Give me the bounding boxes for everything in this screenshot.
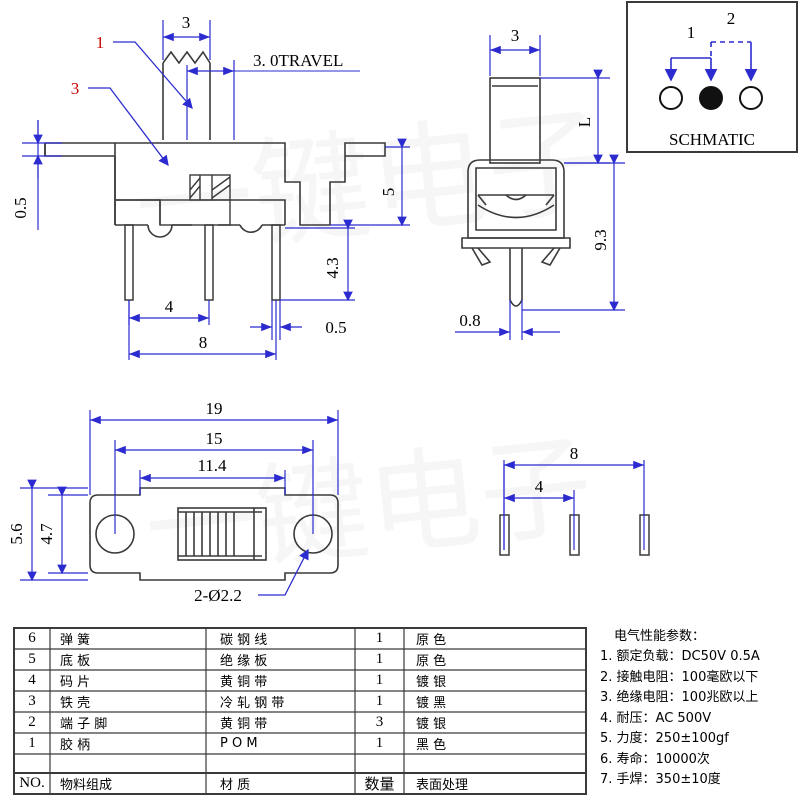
dim-label-knob-width: 3 (182, 13, 191, 32)
dim-bracket-thickness (22, 120, 62, 230)
dim-pin-length (280, 219, 355, 302)
internal-slider (159, 174, 231, 226)
dim-total-height (522, 154, 625, 312)
dim-label-pin-span-detail: 8 (570, 444, 579, 463)
callout-label-3: 3 (71, 79, 80, 98)
metal-housing (44, 142, 386, 238)
dim-label-pin-pitch-detail: 4 (535, 477, 544, 496)
dim-pin-pitch-detail (503, 465, 575, 550)
dim-label-overall-width: 5.6 (7, 523, 26, 544)
dim-overall-length (89, 410, 339, 495)
bom-table (13, 627, 587, 795)
bom-grid (14, 628, 586, 794)
schematic-wiring-position-1 (664, 57, 718, 82)
dim-label-pin-thickness: 0.5 (325, 318, 346, 337)
side-view: 3 L 9.3 0.8 (455, 26, 625, 340)
dim-label-pin-pitch-front: 4 (165, 297, 174, 316)
dim-hole-pitch (114, 440, 314, 534)
callout-3-leader (88, 87, 169, 167)
dim-pin-thickness (250, 300, 302, 340)
dim-knob-depth (489, 35, 541, 76)
schematic-box: 1 2 SCHMATIC (626, 1, 798, 153)
dim-body-width (48, 486, 88, 575)
dim-label-total-height: 9.3 (591, 229, 610, 250)
dim-body-length (139, 470, 286, 495)
dim-label-pin-span-front: 8 (199, 333, 208, 352)
pin-detail-view: 8 4 (499, 444, 650, 556)
schematic-terminal-3 (739, 86, 763, 110)
dim-label-body-width: 4.7 (37, 523, 56, 545)
callout-label-1: 1 (96, 33, 105, 52)
dim-label-pin-length: 4.3 (323, 257, 342, 278)
dim-pin-span-front (128, 300, 277, 360)
schematic-position-label-1: 1 (687, 23, 696, 42)
hole-note-label: 2-Ø2.2 (194, 586, 242, 605)
actuator-knob (162, 50, 211, 140)
dim-label-overall-length: 19 (206, 399, 223, 418)
dim-label-pin-width: 0.8 (459, 311, 480, 330)
schematic-terminal-1 (659, 86, 683, 110)
schematic-caption: SCHMATIC (669, 130, 755, 149)
schematic-terminal-2 (699, 86, 723, 110)
dim-label-hole-pitch: 15 (206, 429, 223, 448)
dim-label-travel: 3. 0TRAVEL (253, 51, 343, 70)
top-view: 19 15 11.4 5.6 4.7 2-Ø2.2 (7, 399, 339, 605)
dim-knob-width (162, 20, 211, 60)
hole-note-leader (258, 548, 309, 596)
side-view-knob (489, 77, 541, 164)
top-view-plate (89, 487, 339, 581)
dim-travel (186, 60, 360, 140)
dim-pin-width (455, 300, 560, 340)
dim-label-body-height: 5 (379, 188, 398, 197)
schematic-wiring-position-2 (710, 41, 758, 82)
dim-label-knob-height: L (575, 117, 594, 127)
dim-label-knob-depth: 3 (511, 26, 520, 45)
callout-1-leader (113, 41, 193, 109)
schematic-position-label-2: 2 (727, 9, 736, 28)
front-view: 3 3. 0TRAVEL 0.5 5 4.3 (11, 13, 410, 360)
dim-label-bracket-thickness: 0.5 (11, 197, 30, 218)
dim-label-body-length: 11.4 (197, 456, 227, 475)
dim-overall-width (20, 479, 88, 582)
